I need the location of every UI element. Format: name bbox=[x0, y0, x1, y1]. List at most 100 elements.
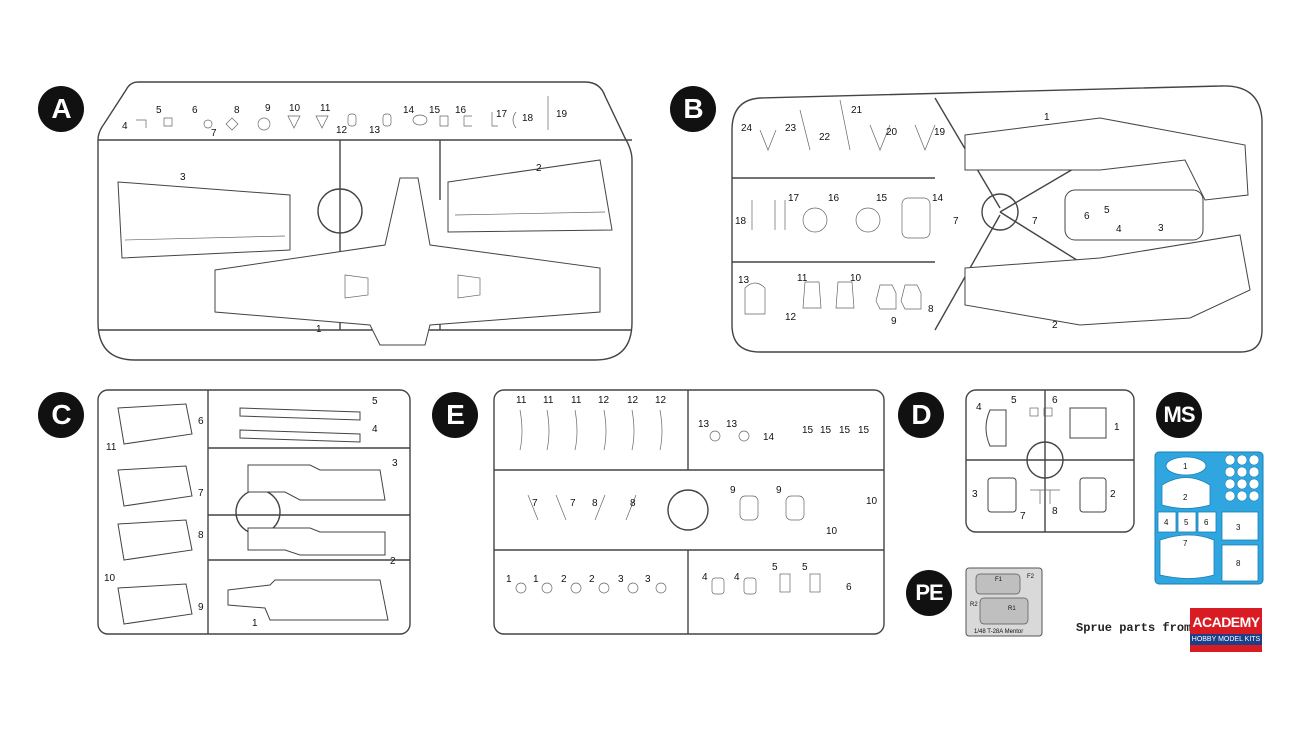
part-label: 1 bbox=[252, 618, 258, 629]
part-label: 14 bbox=[932, 193, 944, 204]
mask-label: 6 bbox=[1204, 518, 1209, 527]
part-label: 8 bbox=[234, 105, 240, 116]
part-label: 11 bbox=[543, 395, 554, 406]
mask-label: 2 bbox=[1183, 493, 1188, 502]
part-label: 19 bbox=[934, 127, 946, 138]
part-label: 2 bbox=[536, 163, 542, 174]
academy-logo: ACADEMY HOBBY MODEL KITS bbox=[1190, 608, 1262, 652]
sprue-b-badge: B bbox=[670, 86, 716, 132]
part-label: 9 bbox=[730, 485, 736, 496]
part-label: 1 bbox=[1044, 112, 1050, 123]
pe-caption: 1/48 T-28A Mentor bbox=[974, 629, 1023, 635]
part-label: 2 bbox=[589, 574, 595, 585]
part-label: 6 bbox=[198, 416, 204, 427]
sprue-ms-badge: MS bbox=[1156, 392, 1202, 438]
pe-label: R2 bbox=[970, 602, 978, 608]
part-label: 17 bbox=[496, 109, 508, 120]
sprue-b: 1 2 3 4 5 6 7 7 8 9 10 11 12 13 14 15 16… bbox=[731, 85, 1263, 353]
part-label: 14 bbox=[763, 432, 775, 443]
sprue-e-badge: E bbox=[432, 392, 478, 438]
part-label: 4 bbox=[122, 121, 128, 132]
part-label: 7 bbox=[570, 498, 576, 509]
part-label: 4 bbox=[976, 402, 982, 413]
part-label: 10 bbox=[866, 496, 878, 507]
part-label: 5 bbox=[372, 396, 378, 407]
part-label: 4 bbox=[372, 424, 378, 435]
wing-left-upper bbox=[117, 181, 291, 259]
sprue-a-badge: A bbox=[38, 86, 84, 132]
part-label: 8 bbox=[928, 304, 934, 315]
part-label: 10 bbox=[289, 103, 301, 114]
part-label: 5 bbox=[802, 562, 808, 573]
mask-sheet: 1 2 3 4 5 6 7 8 bbox=[1154, 451, 1264, 585]
part-label: 4 bbox=[1116, 224, 1122, 235]
sprue-d-badge: D bbox=[898, 392, 944, 438]
part-label: 11 bbox=[320, 103, 331, 114]
part-label: 11 bbox=[571, 395, 582, 406]
part-label: 10 bbox=[104, 573, 116, 584]
part-label: 6 bbox=[192, 105, 198, 116]
pe-label: F2 bbox=[1027, 574, 1035, 580]
pe-label: R1 bbox=[1008, 606, 1016, 612]
part-label: 13 bbox=[369, 125, 381, 136]
part-label: 11 bbox=[516, 395, 527, 406]
wing-right-upper bbox=[447, 159, 613, 233]
part-label: 24 bbox=[741, 123, 753, 134]
part-label: 5 bbox=[156, 105, 162, 116]
part-label: 3 bbox=[645, 574, 651, 585]
part-label: 15 bbox=[876, 193, 888, 204]
part-label: 7 bbox=[1032, 216, 1038, 227]
part-label: 7 bbox=[198, 488, 204, 499]
part-label: 15 bbox=[820, 425, 832, 436]
sprue-e: 11 11 11 12 12 12 13 13 14 15 15 15 15 7… bbox=[493, 389, 885, 635]
part-label: 13 bbox=[726, 419, 738, 430]
part-label: 4 bbox=[702, 572, 708, 583]
part-label: 3 bbox=[392, 458, 398, 469]
part-label: 8 bbox=[592, 498, 598, 509]
sprue-pe-badge: PE bbox=[906, 570, 952, 616]
part-label: 12 bbox=[655, 395, 667, 406]
part-label: 14 bbox=[403, 105, 415, 116]
part-label: 11 bbox=[797, 273, 808, 284]
part-label: 15 bbox=[839, 425, 851, 436]
part-label: 23 bbox=[785, 123, 797, 134]
sprue-d: 1 2 3 4 5 6 7 8 bbox=[965, 389, 1135, 533]
part-label: 19 bbox=[556, 109, 568, 120]
part-label: 10 bbox=[826, 526, 838, 537]
part-label: 12 bbox=[785, 312, 797, 323]
part-label: 2 bbox=[390, 556, 396, 567]
pe-label: F1 bbox=[995, 577, 1003, 583]
part-label: 8 bbox=[198, 530, 204, 541]
part-label: 11 bbox=[106, 442, 117, 453]
part-label: 3 bbox=[1158, 223, 1164, 234]
part-label: 5 bbox=[772, 562, 778, 573]
part-label: 6 bbox=[1052, 395, 1058, 406]
part-label: 1 bbox=[533, 574, 539, 585]
sprue-a: 1 3 2 4 5 6 7 8 9 10 11 12 13 14 15 16 1… bbox=[97, 81, 633, 361]
part-label: 7 bbox=[211, 128, 217, 139]
part-label: 8 bbox=[630, 498, 636, 509]
academy-subtitle: HOBBY MODEL KITS bbox=[1190, 634, 1262, 645]
part-label: 5 bbox=[1011, 395, 1017, 406]
part-label: 9 bbox=[891, 316, 897, 327]
part-label: 13 bbox=[698, 419, 710, 430]
wing-lower bbox=[214, 177, 601, 346]
part-label: 4 bbox=[734, 572, 740, 583]
part-label: 10 bbox=[850, 273, 862, 284]
part-label: 6 bbox=[1084, 211, 1090, 222]
mask-label: 3 bbox=[1236, 523, 1241, 532]
cockpit-panel bbox=[1064, 189, 1204, 241]
mask-label: 4 bbox=[1164, 518, 1169, 527]
part-label: 15 bbox=[429, 105, 441, 116]
part-label: 1 bbox=[1114, 422, 1120, 433]
part-label: 15 bbox=[802, 425, 814, 436]
part-label: 3 bbox=[972, 489, 978, 500]
mask-label: 7 bbox=[1183, 539, 1188, 548]
part-label: 7 bbox=[532, 498, 538, 509]
part-label: 8 bbox=[1052, 506, 1058, 517]
part-label: 18 bbox=[522, 113, 534, 124]
photo-etch-fret: F1 F2 R1 R2 1/48 T-28A Mentor bbox=[965, 567, 1043, 637]
part-label: 7 bbox=[1020, 511, 1026, 522]
footer-note: Sprue parts from bbox=[1076, 621, 1192, 635]
